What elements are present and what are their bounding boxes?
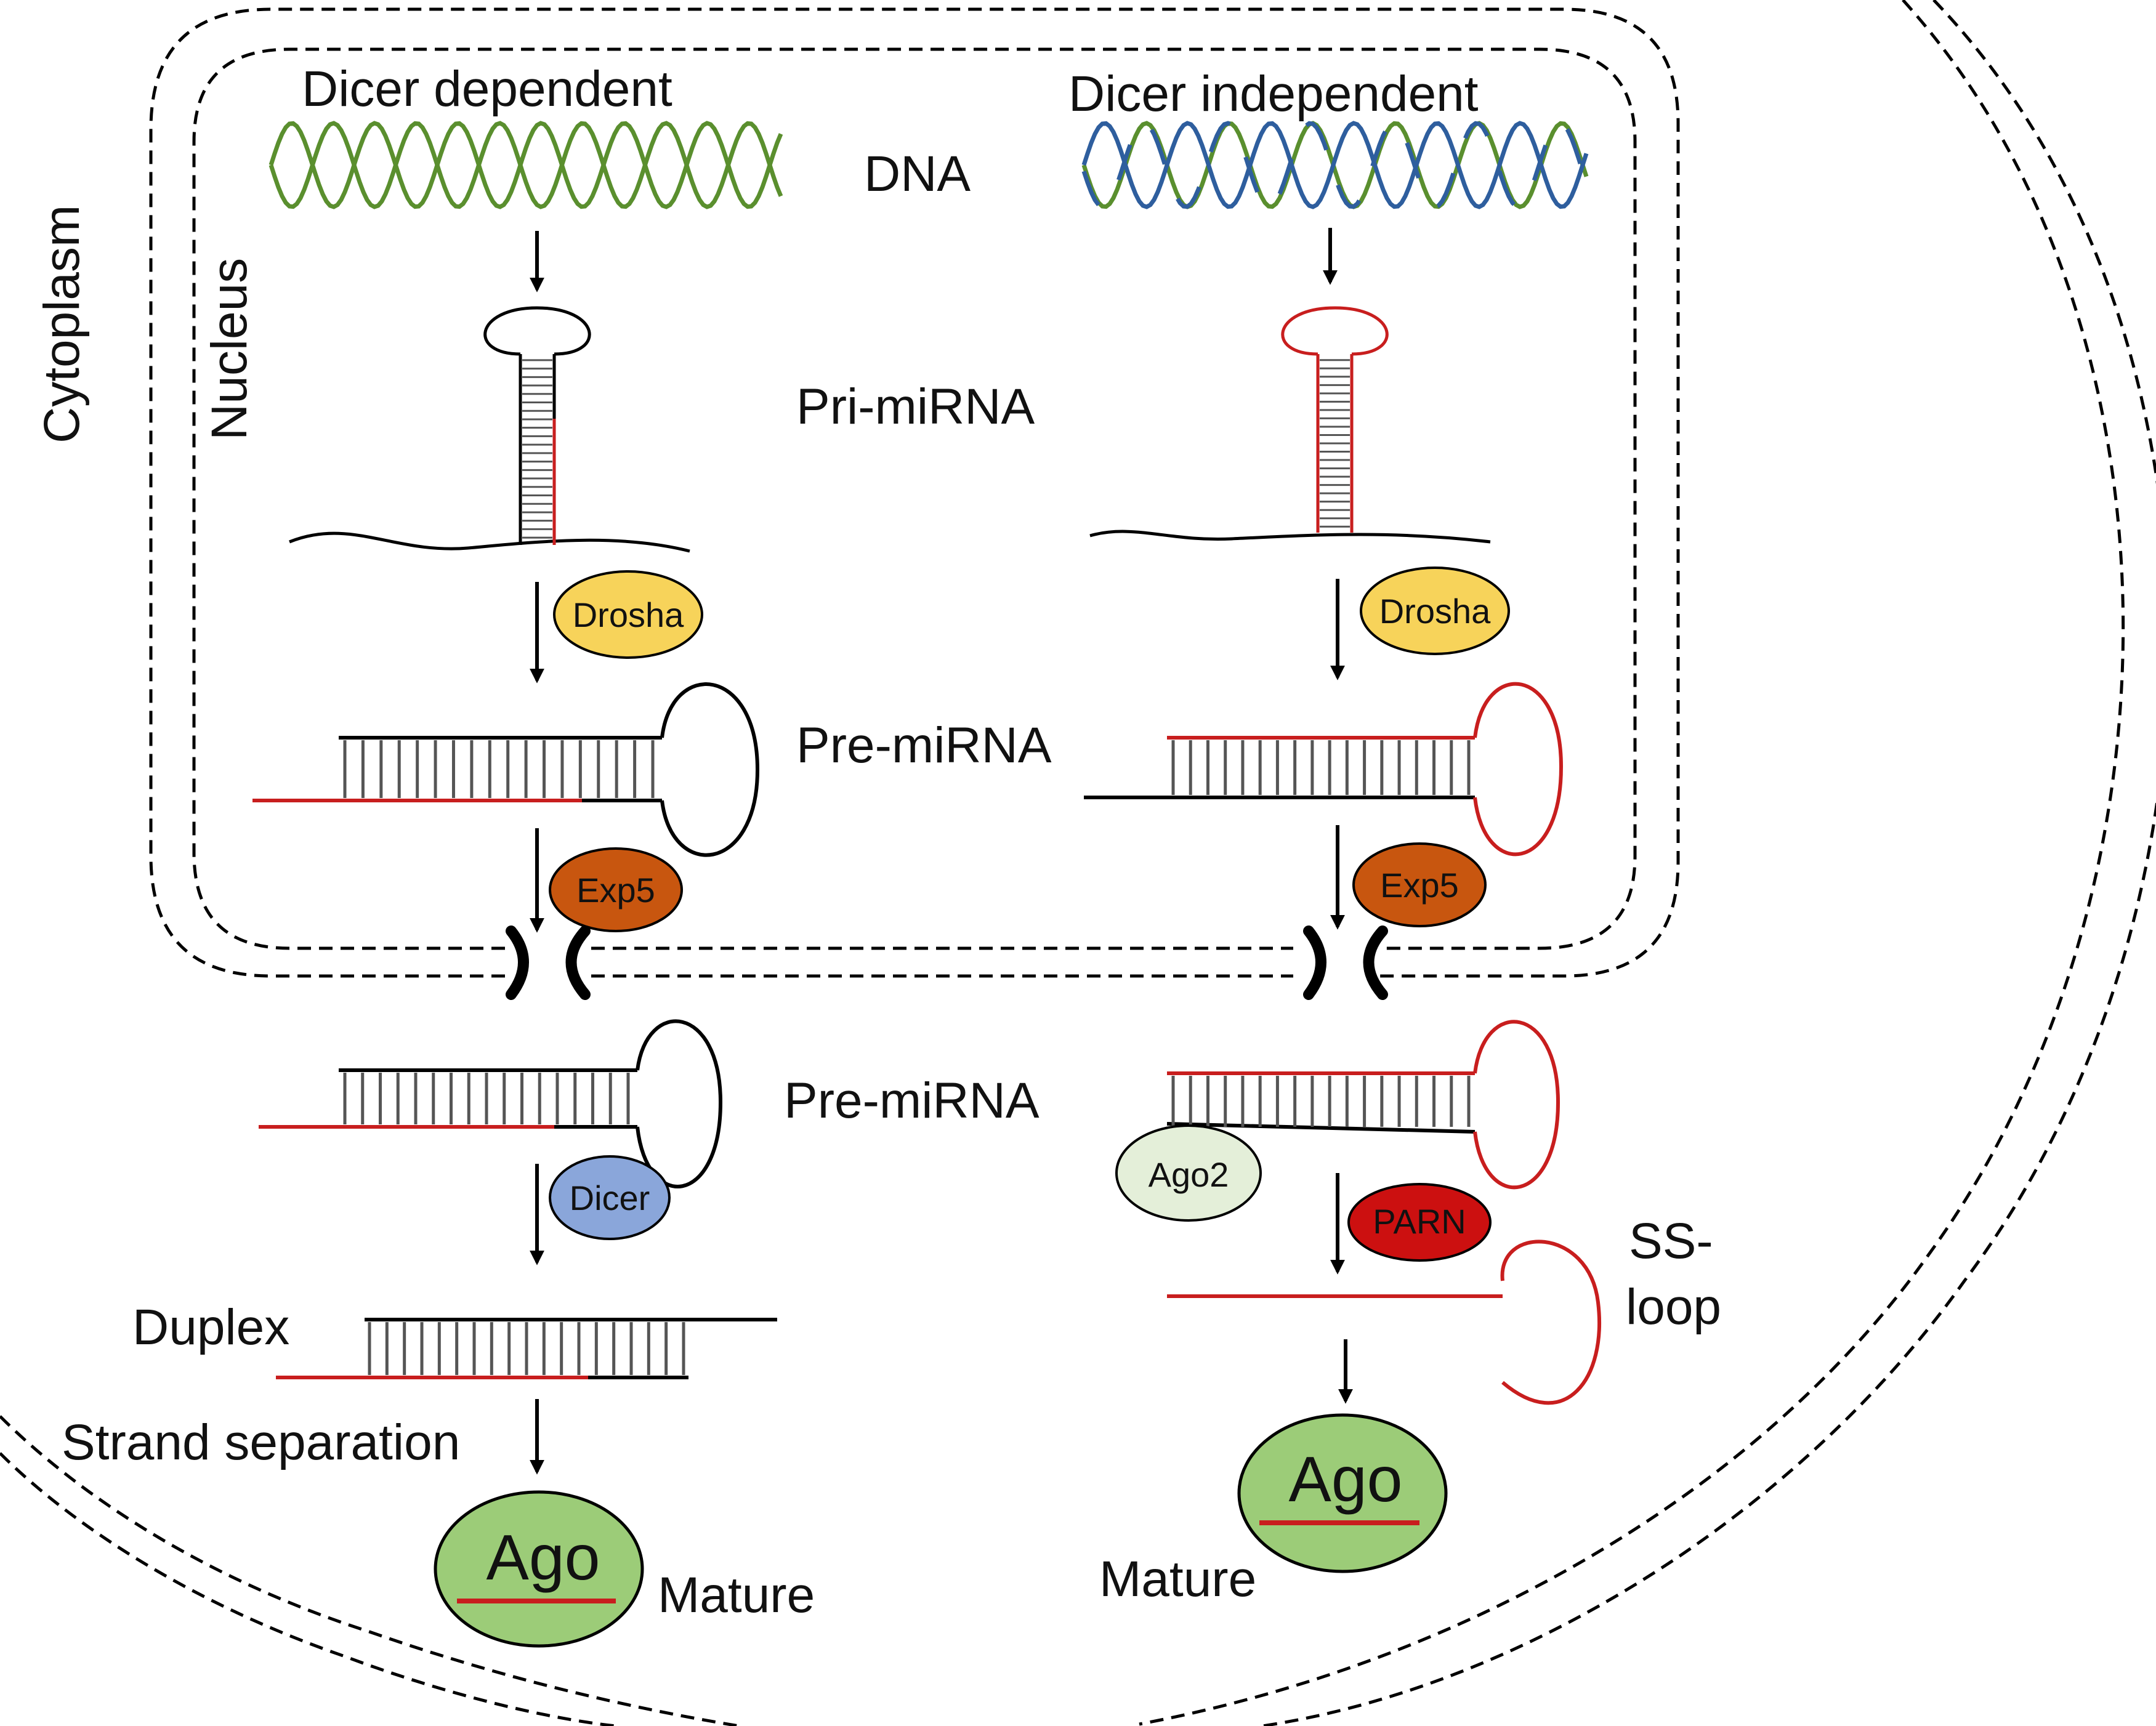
ago-mature-right: Ago <box>1237 1413 1448 1573</box>
svg-text:Drosha: Drosha <box>573 595 684 634</box>
pri-mirna-left <box>289 306 690 553</box>
svg-text:PARN: PARN <box>1373 1202 1466 1241</box>
ss-loop-label-line1: SS- <box>1629 1213 1713 1269</box>
nuclear-pores <box>506 926 1388 1000</box>
svg-text:Ago: Ago <box>1288 1444 1402 1515</box>
svg-text:Exp5: Exp5 <box>1380 866 1459 905</box>
ago2-enzyme: Ago2 <box>1115 1124 1262 1222</box>
nucleus-label: Nucleus <box>201 258 257 440</box>
svg-text:Exp5: Exp5 <box>576 871 655 909</box>
cytoplasm-label: Cytoplasm <box>34 205 90 443</box>
duplex-label: Duplex <box>132 1299 289 1355</box>
dna-helix-right <box>1081 121 1589 209</box>
mature-label-right: Mature <box>1099 1551 1256 1607</box>
exp5-right: Exp5 <box>1352 842 1487 927</box>
dna-helix-left <box>268 121 783 209</box>
pre-mirna-nuclear-label: Pre-miRNA <box>796 717 1052 773</box>
dicer-independent-title: Dicer independent <box>1068 66 1479 122</box>
svg-text:Ago2: Ago2 <box>1149 1155 1229 1194</box>
dicer-dependent-title: Dicer dependent <box>302 61 672 117</box>
svg-text:Ago: Ago <box>486 1522 600 1594</box>
pre-mirna-cytoplasmic-label: Pre-miRNA <box>784 1073 1040 1129</box>
nucleus-membrane <box>149 7 1680 978</box>
ss-loop-label-line2: loop <box>1626 1279 1721 1335</box>
pre-mirna-nuclear-right <box>1084 682 1564 857</box>
strand-separation-label: Strand separation <box>62 1414 460 1470</box>
dna-label: DNA <box>864 146 971 202</box>
parn-enzyme: PARN <box>1347 1183 1492 1262</box>
pre-mirna-cytoplasmic-right <box>1166 1020 1560 1190</box>
mirna-duplex <box>276 1318 777 1379</box>
ago-mature-left: Ago <box>434 1490 644 1648</box>
drosha-left: Drosha <box>553 570 703 659</box>
mature-label-left: Mature <box>658 1567 815 1623</box>
svg-text:Dicer: Dicer <box>570 1179 650 1217</box>
svg-text:Drosha: Drosha <box>1379 592 1491 631</box>
pri-mirna-right <box>1089 306 1491 544</box>
exp5-left: Exp5 <box>549 847 683 932</box>
pre-mirna-nuclear-left <box>252 682 760 857</box>
pre-mirna-cytoplasmic-left <box>259 1019 723 1188</box>
dicer-enzyme: Dicer <box>549 1155 671 1240</box>
process-arrows <box>530 228 1353 1475</box>
ss-loop <box>1167 1240 1602 1405</box>
drosha-right: Drosha <box>1360 567 1510 655</box>
pri-mirna-label: Pri-miRNA <box>796 379 1035 435</box>
